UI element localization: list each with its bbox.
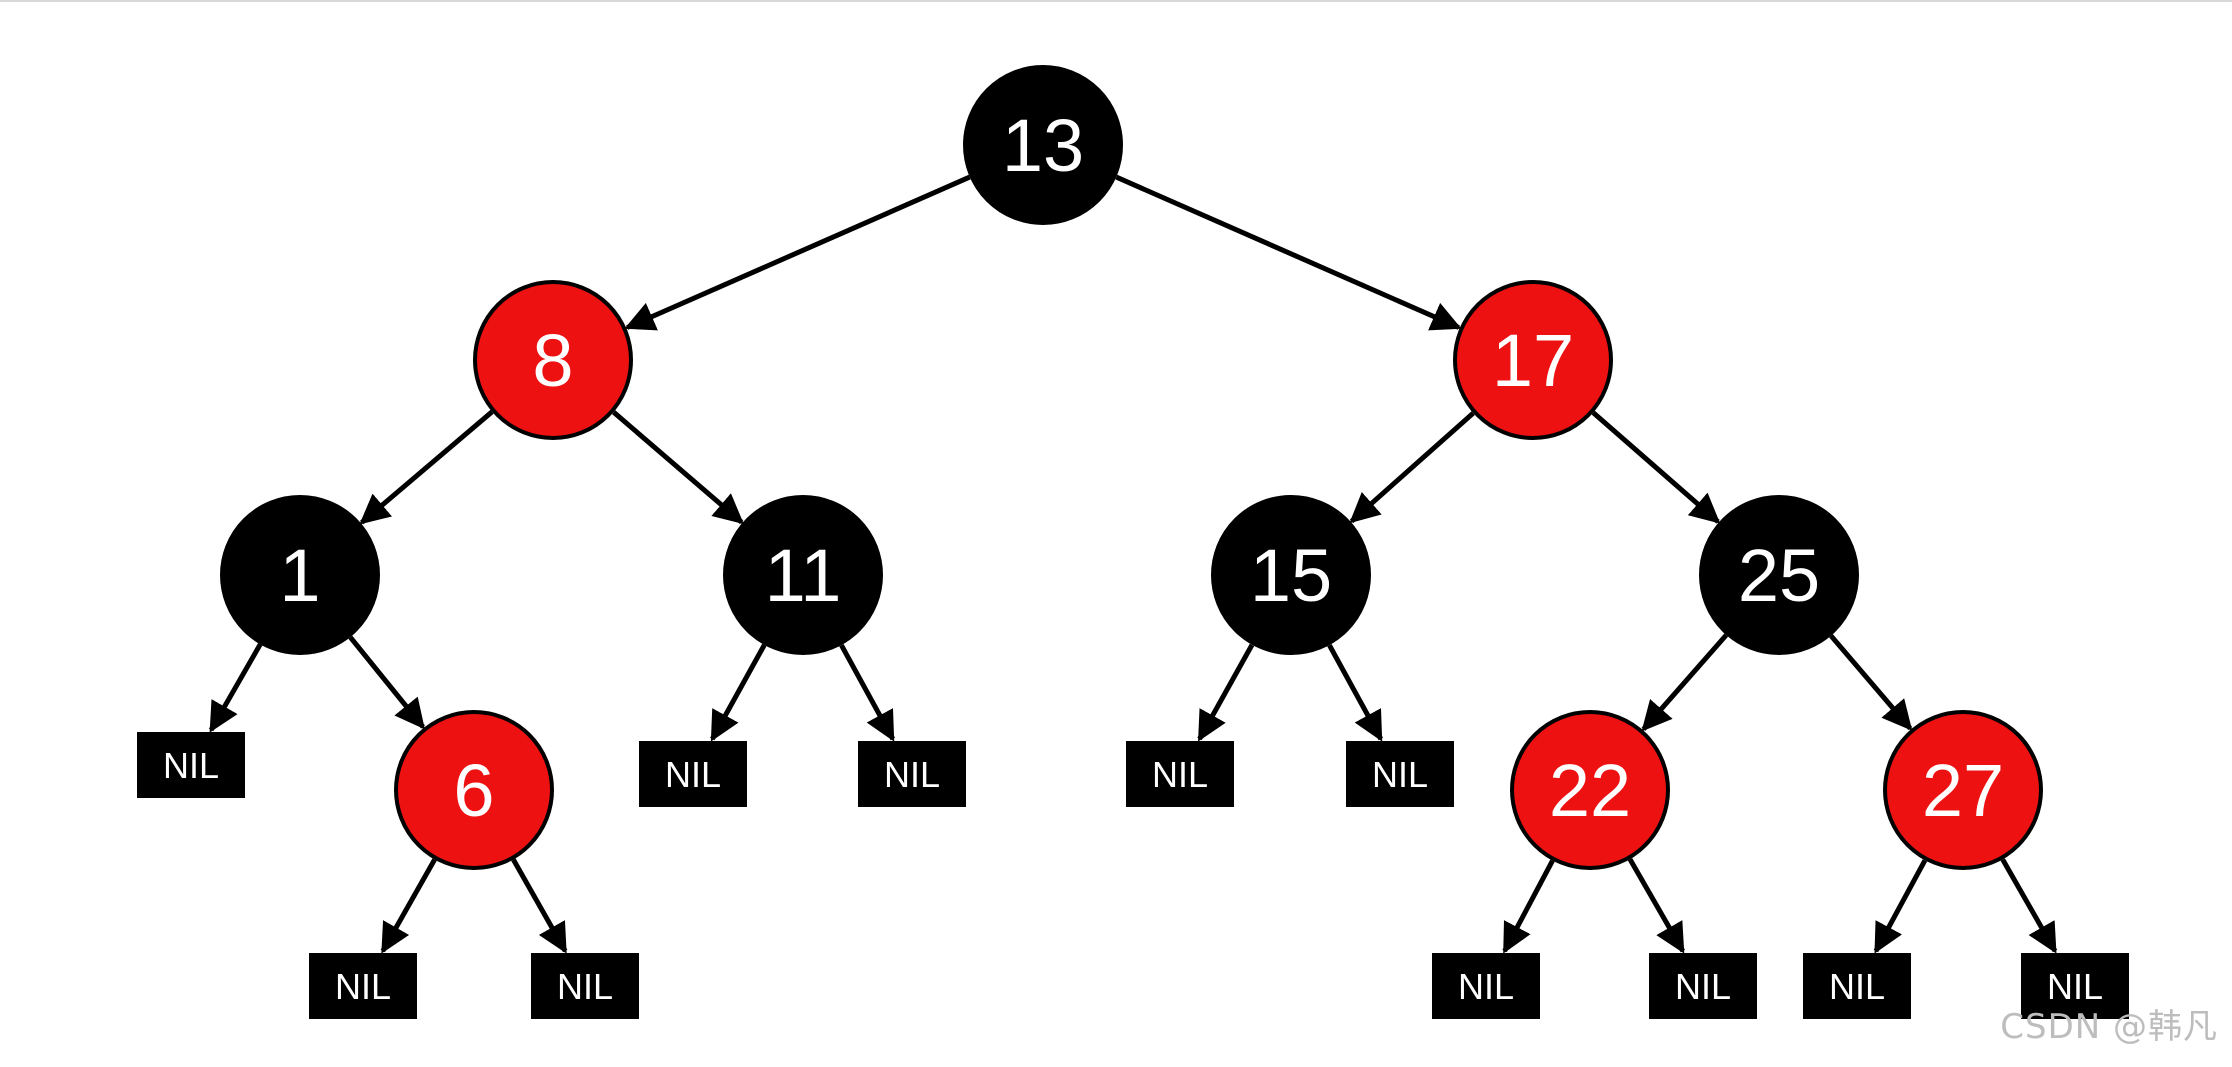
nil-label: NIL — [335, 966, 391, 1007]
edge-n22-to-nil22L — [1502, 859, 1555, 954]
nil-leaf: NIL — [1126, 741, 1234, 807]
tree-node-11: 11 — [723, 495, 883, 655]
edge-n8-to-n11 — [612, 410, 744, 525]
edge-n25-to-n22 — [1641, 633, 1729, 732]
nil-label: NIL — [2047, 966, 2103, 1007]
nil-label: NIL — [1372, 754, 1428, 795]
edge-n17-to-n15 — [1349, 411, 1475, 524]
nil-leaf: NIL — [858, 741, 966, 807]
nil-leaves-layer: NIL NIL NIL NIL NIL NIL NIL NIL NIL NIL NIL — [137, 732, 2129, 1019]
nil-label: NIL — [665, 754, 721, 795]
edge-n13-to-n8 — [624, 174, 971, 331]
node-label: 6 — [453, 749, 494, 832]
edge-n11-to-nil11R — [839, 643, 895, 742]
edge-n1-to-nil1L — [208, 643, 263, 733]
node-label: 11 — [765, 534, 842, 617]
nil-box — [137, 732, 245, 798]
tree-node-6: 6 — [394, 710, 554, 870]
nil-leaf: NIL — [1432, 953, 1540, 1019]
edge-n11-to-nil11L — [710, 643, 767, 742]
nil-leaf: NIL — [2021, 953, 2129, 1019]
top-divider — [0, 0, 2232, 2]
tree-node-27: 27 — [1883, 710, 2043, 870]
edge-n6-to-nil6L — [380, 858, 437, 954]
nil-box — [1432, 953, 1540, 1019]
tree-node-25: 25 — [1699, 495, 1859, 655]
node-circle-red — [1510, 710, 1670, 870]
nil-leaf: NIL — [531, 953, 639, 1019]
nil-label: NIL — [884, 754, 940, 795]
node-circle-black — [723, 495, 883, 655]
tree-node-15: 15 — [1211, 495, 1371, 655]
tree-node-1: 1 — [220, 495, 380, 655]
nil-leaf: NIL — [639, 741, 747, 807]
nil-label: NIL — [1829, 966, 1885, 1007]
edge-n25-to-n27 — [1829, 634, 1913, 731]
nil-label: NIL — [1675, 966, 1731, 1007]
node-label: 15 — [1250, 534, 1332, 617]
node-label: 22 — [1549, 749, 1631, 832]
tree-node-17: 17 — [1453, 280, 1613, 440]
node-circle-red — [1453, 280, 1613, 440]
edge-n27-to-nil27R — [2000, 858, 2058, 954]
nil-label: NIL — [1152, 754, 1208, 795]
edge-n15-to-nil15L — [1197, 643, 1255, 742]
nil-box — [1803, 953, 1911, 1019]
tree-node-8: 8 — [473, 280, 633, 440]
edge-n1-to-n6 — [348, 635, 425, 730]
edge-n27-to-nil27L — [1873, 859, 1928, 954]
node-label: 27 — [1922, 749, 2004, 832]
edge-n22-to-nil22R — [1627, 858, 1685, 954]
nil-leaf: NIL — [309, 953, 417, 1019]
node-circle-red — [1883, 710, 2043, 870]
nil-leaf: NIL — [1649, 953, 1757, 1019]
edge-n15-to-nil15R — [1327, 643, 1383, 742]
nil-leaf: NIL — [1346, 741, 1454, 807]
nil-label: NIL — [557, 966, 613, 1007]
node-circle-black — [963, 65, 1123, 225]
nil-box — [639, 741, 747, 807]
edge-n8-to-n1 — [359, 409, 494, 525]
nil-box — [1126, 741, 1234, 807]
nil-box — [2021, 953, 2129, 1019]
tree-node-22: 22 — [1510, 710, 1670, 870]
node-label: 8 — [532, 319, 573, 402]
node-label: 1 — [279, 534, 320, 617]
node-label: 17 — [1492, 319, 1574, 402]
nil-box — [858, 741, 966, 807]
node-circle-black — [1211, 495, 1371, 655]
edge-n17-to-n25 — [1591, 410, 1721, 524]
nil-box — [531, 953, 639, 1019]
node-circle-red — [394, 710, 554, 870]
node-circle-black — [220, 495, 380, 655]
edges-layer — [208, 174, 2058, 954]
nil-box — [1346, 741, 1454, 807]
nil-label: NIL — [163, 745, 219, 786]
nil-box — [1649, 953, 1757, 1019]
node-circle-red — [473, 280, 633, 440]
nil-label: NIL — [1458, 966, 1514, 1007]
nil-box — [309, 953, 417, 1019]
edge-n6-to-nil6R — [511, 858, 568, 954]
watermark-text: CSDN @韩凡 — [2000, 1007, 2218, 1047]
node-circle-black — [1699, 495, 1859, 655]
edge-n13-to-n17 — [1115, 174, 1462, 331]
tree-node-13: 13 — [963, 65, 1123, 225]
node-label: 13 — [1002, 104, 1084, 187]
nil-leaf: NIL — [137, 732, 245, 798]
nil-leaf: NIL — [1803, 953, 1911, 1019]
node-label: 25 — [1738, 534, 1820, 617]
